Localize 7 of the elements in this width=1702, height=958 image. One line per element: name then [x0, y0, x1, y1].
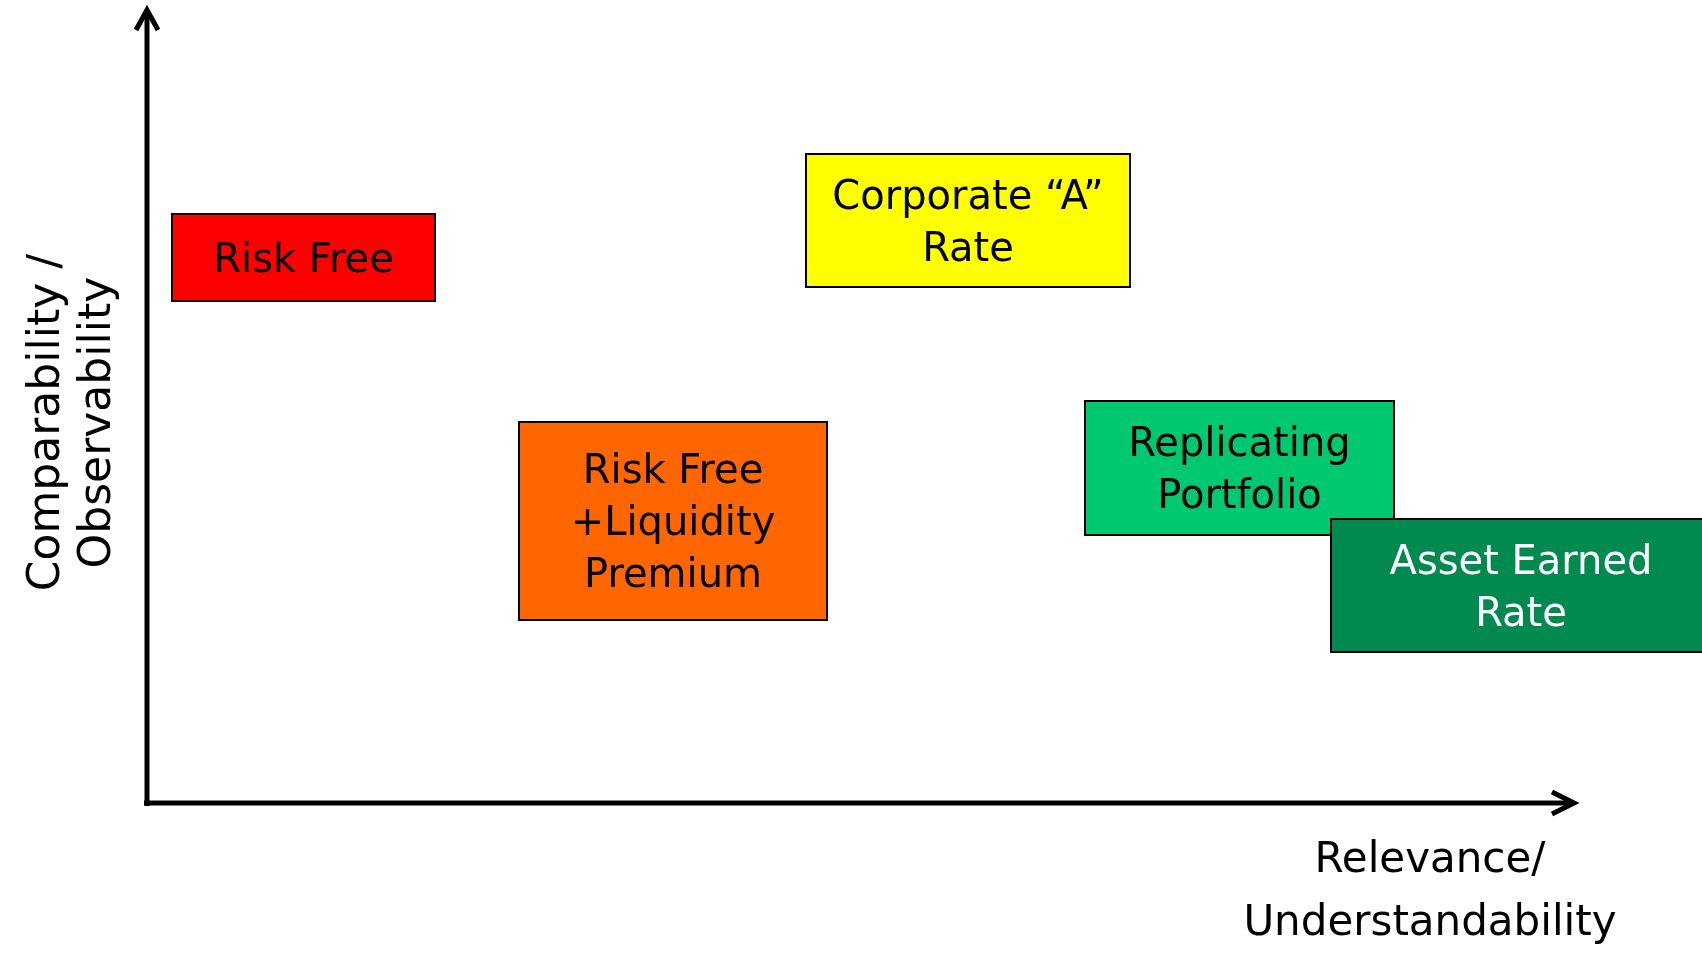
x-axis-title: Relevance/ Understandability: [1242, 832, 1618, 947]
category-box: Risk Free +Liquidity Premium: [518, 421, 828, 621]
category-box: Asset Earned Rate: [1330, 518, 1702, 653]
y-axis-title: Comparability / Observability: [19, 253, 121, 594]
category-box: Replicating Portfolio: [1084, 400, 1395, 536]
category-box: Corporate “A” Rate: [805, 153, 1131, 288]
category-box: Risk Free: [171, 213, 436, 302]
